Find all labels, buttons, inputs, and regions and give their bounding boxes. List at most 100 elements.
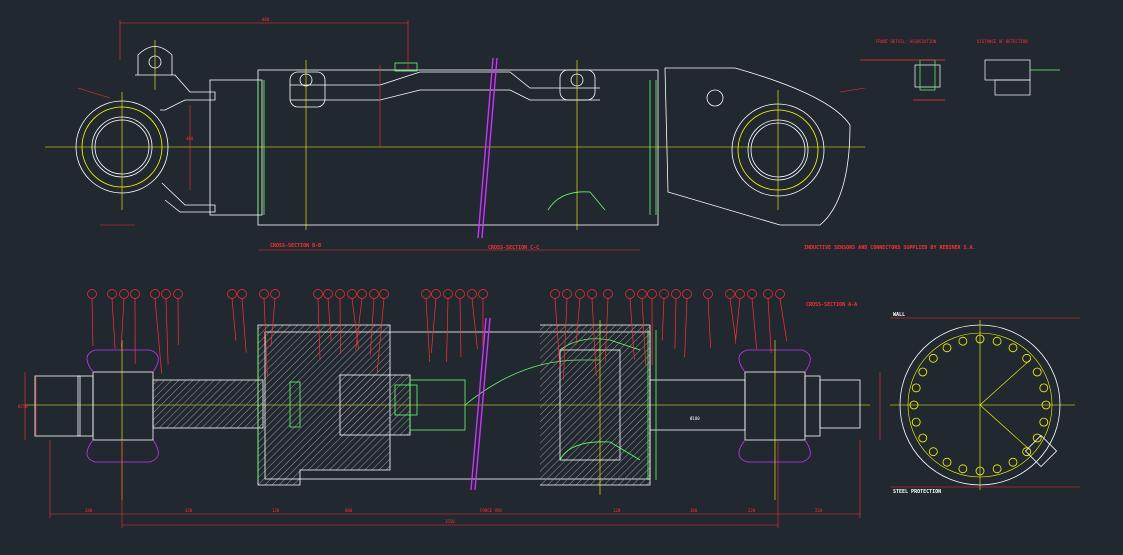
callout-balloon [588, 290, 597, 299]
flange-bolt [1033, 434, 1041, 442]
callout-balloon [604, 290, 613, 299]
callout-balloon [626, 290, 635, 299]
callout-leader [472, 299, 477, 350]
callout-leader [112, 299, 115, 349]
callout-balloon [660, 290, 669, 299]
front-detail-view [860, 60, 945, 100]
flange-bolt [1033, 368, 1041, 376]
callout-balloon [324, 290, 333, 299]
flange-bolt [993, 337, 1001, 345]
wall-label: WALL [893, 312, 905, 318]
section-aa-label: CROSS-SECTION A-A [806, 302, 857, 308]
callout-balloon [260, 290, 269, 299]
callout-leader [121, 299, 124, 348]
seg-dim: 180 [690, 508, 698, 513]
callout-balloon [348, 290, 357, 299]
callout-balloon [380, 290, 389, 299]
flange-bolt [919, 368, 927, 376]
top-view [45, 20, 865, 250]
bottom-section-view [25, 318, 880, 528]
callout-balloon [748, 290, 757, 299]
callout-balloon [432, 290, 441, 299]
callout-balloon [314, 290, 323, 299]
flange-bolt [1040, 418, 1048, 426]
seg-dim: 220 [748, 508, 756, 513]
section-cc-label: CROSS-SECTION C-C [488, 245, 539, 251]
bore-dim: Ø250 [18, 404, 28, 409]
seg-dim: FORCE 950 [480, 508, 502, 513]
callout-leader [675, 299, 676, 349]
callout-balloon [238, 290, 247, 299]
callout-leader [232, 299, 236, 341]
flange-bolt [993, 465, 1001, 473]
flange-bolt [943, 458, 951, 466]
seg-dim: 120 [613, 508, 621, 513]
cross-section-aa [890, 318, 1080, 490]
callout-balloon [648, 290, 657, 299]
callout-balloon [576, 290, 585, 299]
callout-balloon [563, 290, 572, 299]
callout-balloon [704, 290, 713, 299]
callout-balloon [162, 290, 171, 299]
callout-balloon [764, 290, 773, 299]
left-bracket [135, 75, 215, 110]
flange-bolt [912, 384, 920, 392]
flange-bolt [1040, 384, 1048, 392]
flange-bolt [929, 448, 937, 456]
callout-balloon [551, 290, 560, 299]
left-height-dim: 400 [186, 136, 194, 141]
left-eye-bearing [93, 372, 153, 440]
flange-bolt [943, 344, 951, 352]
steel-protection-label: STEEL PROTECTION [893, 489, 941, 495]
flange-bolt [959, 465, 967, 473]
seg-dim: 120 [272, 508, 280, 513]
callout-balloon [228, 290, 237, 299]
callout-leader [708, 299, 711, 349]
seg-dim: 280 [85, 508, 93, 513]
section-bb-label: CROSS-SECTION B-B [270, 243, 321, 249]
callout-balloon [271, 290, 280, 299]
callout-balloons [88, 290, 787, 380]
callout-balloon [336, 290, 345, 299]
flange-bolt [929, 354, 937, 362]
callout-balloon [108, 290, 117, 299]
callout-balloon [120, 290, 129, 299]
callout-balloon [131, 290, 140, 299]
callout-balloon [444, 290, 453, 299]
flange-bolt [919, 434, 927, 442]
seg-dim: 800 [345, 508, 353, 513]
callout-balloon [726, 290, 735, 299]
callout-leader [431, 299, 436, 353]
callout-balloon [358, 290, 367, 299]
top-overall-dim: 880 [262, 17, 270, 22]
callout-leader [730, 299, 736, 341]
callout-balloon [370, 290, 379, 299]
callout-balloon [174, 290, 183, 299]
callout-leader [752, 299, 757, 350]
callout-balloon [88, 290, 97, 299]
callout-leader [447, 299, 448, 362]
callout-balloon [776, 290, 785, 299]
flange-bolt [1009, 344, 1017, 352]
callout-leader [662, 299, 664, 341]
callout-leader [166, 299, 168, 365]
callout-balloon [151, 290, 160, 299]
callout-leader [460, 299, 461, 357]
callout-balloon [683, 290, 692, 299]
callout-balloon [638, 290, 647, 299]
bottom-overall-dim: 1550 [445, 519, 455, 524]
top-piston-rod-path [290, 72, 600, 100]
callout-leader [735, 299, 740, 344]
bottom-segment-dims: 280 420 120 800 FORCE 950 120 180 220 22… [85, 508, 823, 513]
callout-balloon [672, 290, 681, 299]
callout-balloon [456, 290, 465, 299]
distance-detection-view [985, 60, 1060, 95]
flange-bolt [1023, 354, 1031, 362]
seg-dim: 420 [185, 508, 193, 513]
sensor-note: INDUCTIVE SENSORS AND CONNECTORS SUPPLIE… [804, 245, 976, 251]
callout-balloon [422, 290, 431, 299]
front-detail-label: FRONT DETAIL: ASSOCIATION [876, 39, 937, 44]
callout-leader [92, 299, 93, 346]
